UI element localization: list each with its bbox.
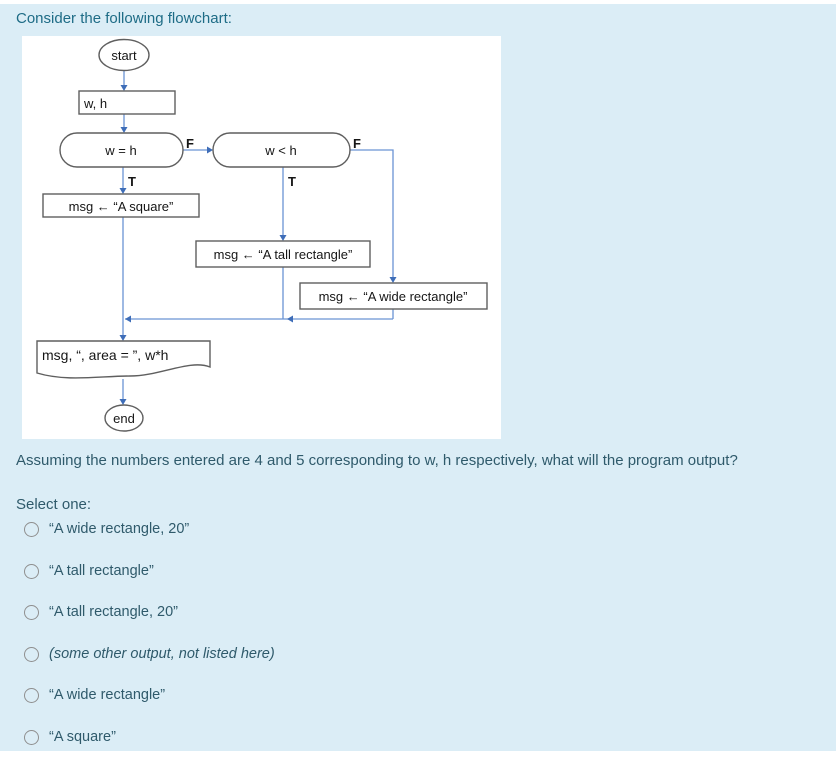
arrowhead-icon	[119, 399, 127, 405]
decision2-true-label: T	[288, 174, 296, 189]
assign-square-box	[42, 193, 200, 218]
arrowhead-icon	[279, 235, 287, 241]
page-title: Consider the following flowchart:	[16, 10, 232, 27]
answer-option-6[interactable]: “A square”	[24, 729, 116, 745]
assign-wide-label: msg ← “A wide rectangle”	[319, 289, 468, 304]
option-label: “A square”	[49, 729, 116, 745]
decision-w-less-h	[212, 132, 351, 168]
input-box	[78, 90, 176, 115]
answer-option-2[interactable]: “A tall rectangle”	[24, 563, 154, 579]
connector-decision2-false	[350, 149, 394, 277]
option-label: (some other output, not listed here)	[49, 646, 275, 662]
decision-w-equals-h	[59, 132, 184, 168]
output-label: msg, “, area = ”, w*h	[42, 347, 168, 363]
start-label: start	[111, 48, 137, 63]
decision1-false-label: F	[186, 136, 194, 151]
option-label: “A tall rectangle”	[49, 563, 154, 579]
input-label: w, h	[83, 96, 107, 111]
option-label: “A wide rectangle”	[49, 687, 166, 703]
decision2-label: w < h	[264, 143, 296, 158]
output-document-shape	[36, 340, 211, 379]
assign-wide-box	[299, 282, 488, 310]
option-label: “A tall rectangle, 20”	[49, 604, 178, 620]
arrowhead-icon	[287, 315, 293, 323]
radio-button[interactable]	[24, 563, 39, 579]
arrowhead-icon	[120, 85, 128, 91]
answer-option-1[interactable]: “A wide rectangle, 20”	[24, 521, 189, 537]
flowchart-image: start w, h w = h F T w < h F T msg ← “A …	[22, 36, 501, 439]
radio-button[interactable]	[24, 687, 39, 703]
question-panel: Consider the following flowchart:	[0, 4, 836, 751]
decision1-true-label: T	[128, 174, 136, 189]
decision1-label: w = h	[104, 143, 136, 158]
radio-button[interactable]	[24, 521, 39, 537]
radio-button[interactable]	[24, 646, 39, 662]
start-terminator	[98, 38, 150, 72]
end-terminator	[104, 404, 144, 432]
decision2-false-label: F	[353, 136, 361, 151]
option-label: “A wide rectangle, 20”	[49, 521, 190, 537]
answer-option-4[interactable]: (some other output, not listed here)	[24, 646, 275, 662]
assign-square-label: msg ← “A square”	[69, 199, 174, 214]
select-one-prompt: Select one:	[16, 496, 92, 513]
arrowhead-icon	[207, 146, 213, 154]
answer-option-3[interactable]: “A tall rectangle, 20”	[24, 604, 178, 620]
answer-option-5[interactable]: “A wide rectangle”	[24, 687, 165, 703]
arrowhead-icon	[120, 127, 128, 133]
radio-button[interactable]	[24, 729, 39, 745]
radio-button[interactable]	[24, 604, 39, 620]
assign-tall-label: msg ← “A tall rectangle”	[214, 247, 353, 262]
arrowhead-icon	[119, 335, 127, 341]
flowchart-canvas: start w, h w = h F T w < h F T msg ← “A …	[36, 38, 488, 432]
arrowhead-icon	[389, 277, 397, 283]
arrowhead-icon	[125, 315, 131, 323]
question-text: Assuming the numbers entered are 4 and 5…	[16, 452, 738, 469]
end-label: end	[113, 411, 135, 426]
arrowhead-icon	[119, 188, 127, 194]
assign-tall-box	[195, 240, 371, 268]
